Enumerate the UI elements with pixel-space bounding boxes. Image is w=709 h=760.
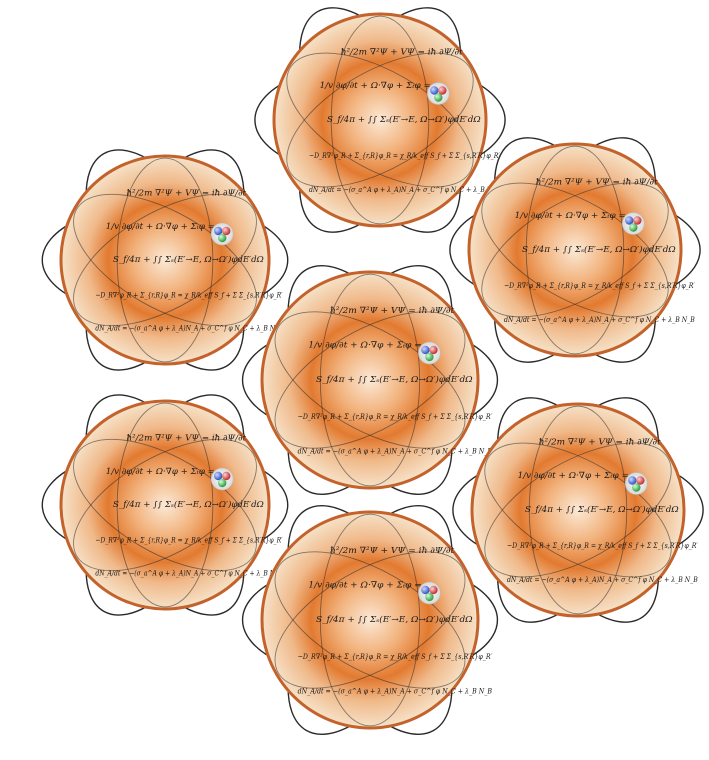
atom-1: ħ²/2m ∇²Ψ + VΨ = iħ ∂Ψ/∂t 1/v ∂φ/∂t + Ω·∇… bbox=[255, 0, 505, 257]
equation-line-3: S_f/4π + ∫∫ Σₛ(E′→E, Ω→Ω′)φdE′dΩ bbox=[525, 504, 679, 514]
equation-line-3: S_f/4π + ∫∫ Σₛ(E′→E, Ω→Ω′)φdE′dΩ bbox=[327, 114, 481, 124]
equation-line-2: 1/v ∂φ/∂t + Ω·∇φ + Σₜφ = bbox=[515, 211, 626, 221]
equation-line-2: 1/v ∂φ/∂t + Ω·∇φ + Σₜφ = bbox=[106, 222, 215, 232]
equation-line-5: dN_A/dt = −(σ_a^A φ + λ_A)N_A + σ_C^f φ … bbox=[507, 575, 698, 584]
equation-line-3: S_f/4π + ∫∫ Σₛ(E′→E, Ω→Ω′)φdE′dΩ bbox=[316, 374, 473, 384]
equation-line-3: S_f/4π + ∫∫ Σₛ(E′→E, Ω→Ω′)φdE′dΩ bbox=[113, 254, 264, 264]
nucleus-icon bbox=[427, 83, 449, 105]
equation-line-4: −D_R∇²φ_R + Σ_{r,R}φ_R = χ_R/k_eff S_f +… bbox=[507, 541, 698, 550]
equation-line-3: S_f/4π + ∫∫ Σₛ(E′→E, Ω→Ω′)φdE′dΩ bbox=[113, 499, 264, 509]
atom-2: ħ²/2m ∇²Ψ + VΨ = iħ ∂Ψ/∂t 1/v ∂φ/∂t + Ω·∇… bbox=[42, 125, 287, 395]
nucleus-icon bbox=[418, 582, 440, 604]
atom-4: ħ²/2m ∇²Ψ + VΨ = iħ ∂Ψ/∂t 1/v ∂φ/∂t + Ω·∇… bbox=[243, 240, 498, 520]
equation-line-5: dN_A/dt = −(σ_a^A φ + λ_A)N_A + σ_C^f φ … bbox=[95, 324, 282, 333]
equation-line-2: 1/v ∂φ/∂t + Ω·∇φ + Σₜφ = bbox=[308, 341, 421, 351]
equation-line-3: S_f/4π + ∫∫ Σₛ(E′→E, Ω→Ω′)φdE′dΩ bbox=[522, 244, 676, 254]
equation-line-4: −D_R∇²φ_R + Σ_{r,R}φ_R = χ_R/k_eff S_f +… bbox=[309, 151, 500, 160]
equation-line-2: 1/v ∂φ/∂t + Ω·∇φ + Σₜφ = bbox=[518, 471, 629, 481]
equation-line-2: 1/v ∂φ/∂t + Ω·∇φ + Σₜφ = bbox=[308, 581, 421, 591]
nucleus-icon bbox=[625, 473, 647, 495]
equation-line-3: S_f/4π + ∫∫ Σₛ(E′→E, Ω→Ω′)φdE′dΩ bbox=[316, 614, 473, 624]
nucleus-icon bbox=[211, 223, 233, 245]
equation-line-4: −D_R∇²φ_R + Σ_{r,R}φ_R = χ_R/k_eff S_f +… bbox=[95, 535, 282, 544]
equation-line-5: dN_A/dt = −(σ_a^A φ + λ_A)N_A + σ_C^f φ … bbox=[298, 686, 492, 695]
nucleus-icon bbox=[418, 342, 440, 364]
equation-line-2: 1/v ∂φ/∂t + Ω·∇φ + Σₜφ = bbox=[106, 467, 215, 477]
equation-line-4: −D_R∇²φ_R + Σ_{r,R}φ_R = χ_R/k_eff S_f +… bbox=[504, 281, 695, 290]
equation-line-4: −D_R∇²φ_R + Σ_{r,R}φ_R = χ_R/k_eff S_f +… bbox=[298, 652, 493, 661]
equation-line-1: ħ²/2m ∇²Ψ + VΨ = iħ ∂Ψ/∂t bbox=[536, 177, 658, 187]
nucleus-icon bbox=[211, 468, 233, 490]
equation-line-1: ħ²/2m ∇²Ψ + VΨ = iħ ∂Ψ/∂t bbox=[341, 47, 463, 57]
equation-line-4: −D_R∇²φ_R + Σ_{r,R}φ_R = χ_R/k_eff S_f +… bbox=[298, 412, 493, 421]
nucleus-icon bbox=[622, 213, 644, 235]
equation-line-5: dN_A/dt = −(σ_a^A φ + λ_A)N_A + σ_C^f φ … bbox=[95, 569, 282, 578]
equation-line-1: ħ²/2m ∇²Ψ + VΨ = iħ ∂Ψ/∂t bbox=[330, 306, 455, 316]
equation-line-1: ħ²/2m ∇²Ψ + VΨ = iħ ∂Ψ/∂t bbox=[539, 437, 661, 447]
atom-7: ħ²/2m ∇²Ψ + VΨ = iħ ∂Ψ/∂t 1/v ∂φ/∂t + Ω·∇… bbox=[243, 480, 498, 760]
equation-line-5: dN_A/dt = −(σ_a^A φ + λ_A)N_A + σ_C^f φ … bbox=[298, 446, 492, 455]
equation-line-5: dN_A/dt = −(σ_a^A φ + λ_A)N_A + σ_C^f φ … bbox=[309, 185, 500, 194]
equation-line-1: ħ²/2m ∇²Ψ + VΨ = iħ ∂Ψ/∂t bbox=[127, 434, 247, 444]
equation-line-1: ħ²/2m ∇²Ψ + VΨ = iħ ∂Ψ/∂t bbox=[330, 546, 455, 556]
equation-line-5: dN_A/dt = −(σ_a^A φ + λ_A)N_A + σ_C^f φ … bbox=[504, 315, 695, 324]
equation-line-2: 1/v ∂φ/∂t + Ω·∇φ + Σₜφ = bbox=[320, 81, 431, 91]
equation-line-1: ħ²/2m ∇²Ψ + VΨ = iħ ∂Ψ/∂t bbox=[127, 189, 247, 199]
equation-line-4: −D_R∇²φ_R + Σ_{r,R}φ_R = χ_R/k_eff S_f +… bbox=[95, 290, 282, 299]
